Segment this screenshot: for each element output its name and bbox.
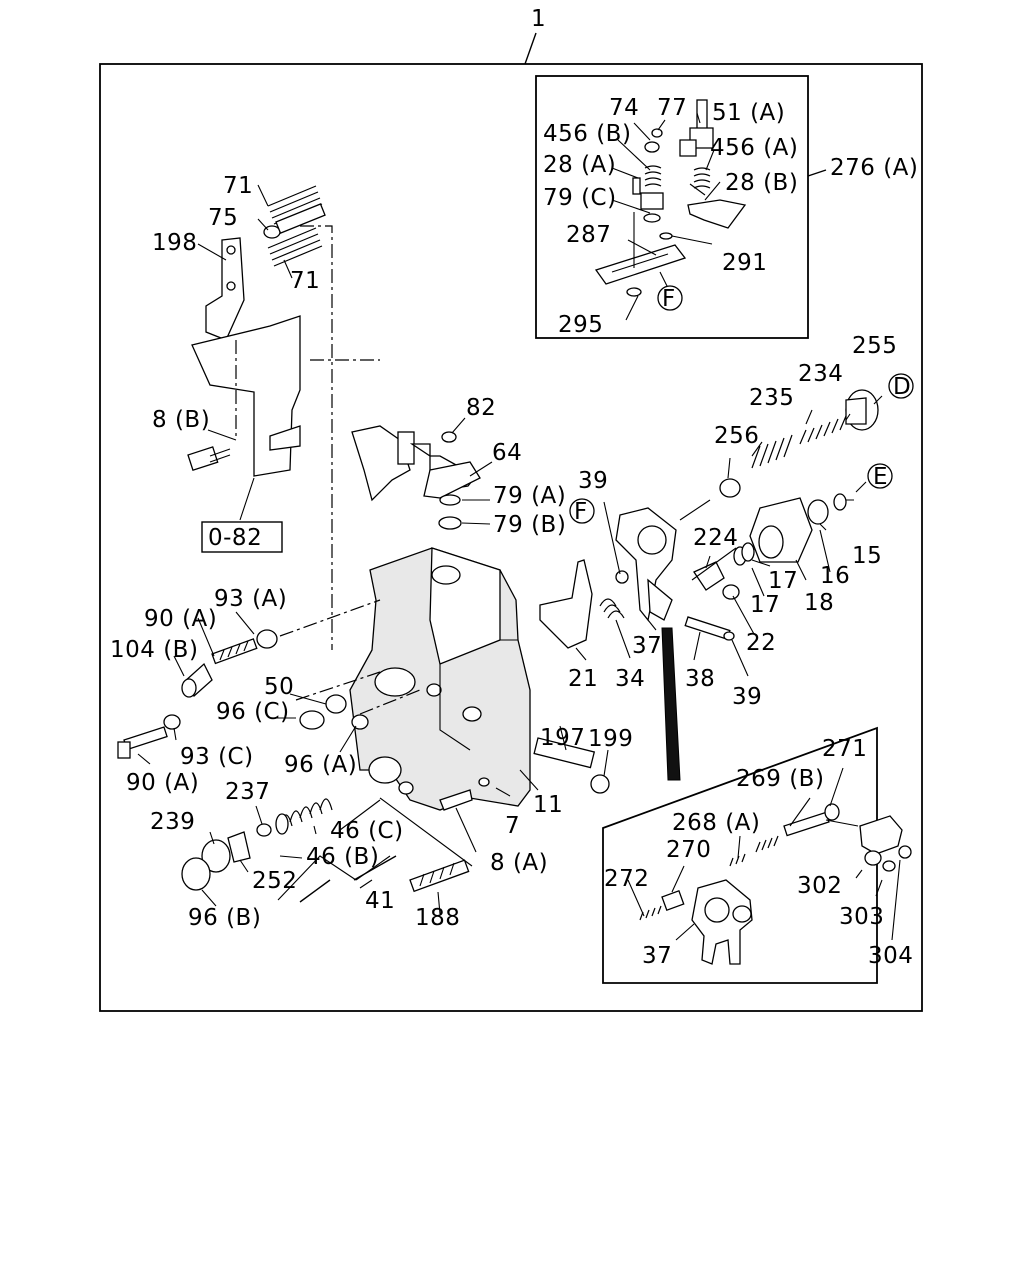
- inset-frame-276a: [535, 75, 809, 339]
- label-17-right: 17: [768, 568, 798, 594]
- governor-plate-parts: [351, 417, 493, 530]
- label-39-bottom: 39: [732, 684, 762, 710]
- label-75: 75: [208, 205, 238, 231]
- circle-mark-f-main: F: [574, 499, 588, 525]
- label-268a: 268 (A): [672, 810, 760, 836]
- label-17-left: 17: [750, 592, 780, 618]
- label-287: 287: [566, 222, 611, 248]
- label-295: 295: [558, 312, 603, 338]
- label-41: 41: [365, 888, 395, 914]
- label-38: 38: [685, 666, 715, 692]
- upper-left-parts: [187, 184, 380, 650]
- label-199: 199: [588, 726, 633, 752]
- inset-frame-lower: [602, 726, 878, 984]
- label-64: 64: [492, 440, 522, 466]
- right-shaft-parts: [533, 373, 914, 794]
- label-276a: 276 (A): [830, 155, 918, 181]
- label-271: 271: [822, 736, 867, 762]
- label-37-inset: 37: [642, 943, 672, 969]
- main-frame: [99, 63, 923, 1012]
- label-79b: 79 (B): [493, 512, 566, 538]
- label-303: 303: [839, 904, 884, 930]
- label-8b: 8 (B): [152, 407, 210, 433]
- label-96b: 96 (B): [188, 905, 261, 931]
- label-77: 77: [657, 95, 687, 121]
- label-270: 270: [666, 837, 711, 863]
- label-22: 22: [746, 630, 776, 656]
- ref-box: [201, 521, 283, 553]
- label-188: 188: [415, 905, 460, 931]
- label-456a: 456 (A): [710, 135, 798, 161]
- label-46b: 46 (B): [306, 844, 379, 870]
- inset-parts: [594, 99, 747, 321]
- label-96c: 96 (C): [216, 699, 290, 725]
- label-8a: 8 (A): [490, 850, 548, 876]
- label-51a: 51 (A): [712, 100, 785, 126]
- label-37-main: 37: [632, 633, 662, 659]
- lower-inset-parts: [627, 767, 912, 965]
- label-252: 252: [252, 868, 297, 894]
- label-90a-top: 90 (A): [144, 606, 217, 632]
- label-82: 82: [466, 395, 496, 421]
- label-71-bottom: 71: [290, 268, 320, 294]
- main-housing: [349, 547, 531, 811]
- circle-mark-e: E: [873, 464, 888, 490]
- label-28b: 28 (B): [725, 170, 798, 196]
- circle-mark-f-inset: F: [662, 286, 676, 312]
- label-79c: 79 (C): [543, 185, 617, 211]
- label-302: 302: [797, 873, 842, 899]
- label-11: 11: [533, 792, 563, 818]
- circle-mark-d: D: [893, 374, 911, 400]
- label-28a: 28 (A): [543, 152, 616, 178]
- label-272: 272: [604, 866, 649, 892]
- label-269b: 269 (B): [736, 766, 824, 792]
- label-224: 224: [693, 525, 738, 551]
- label-291: 291: [722, 250, 767, 276]
- label-34: 34: [615, 666, 645, 692]
- left-side-parts: [117, 599, 539, 915]
- label-235: 235: [749, 385, 794, 411]
- label-18: 18: [804, 590, 834, 616]
- label-104b: 104 (B): [110, 637, 198, 663]
- ref-box-label: 0-82: [208, 525, 262, 551]
- label-255: 255: [852, 333, 897, 359]
- label-46c: 46 (C): [330, 818, 404, 844]
- label-21: 21: [568, 666, 598, 692]
- label-39-top: 39: [578, 468, 608, 494]
- label-237: 237: [225, 779, 270, 805]
- main-assembly-label: 1: [531, 6, 546, 32]
- label-90a-bottom: 90 (A): [126, 770, 199, 796]
- label-256: 256: [714, 423, 759, 449]
- label-304: 304: [868, 943, 913, 969]
- label-96a: 96 (A): [284, 752, 357, 778]
- label-93c: 93 (C): [180, 744, 254, 770]
- label-93a: 93 (A): [214, 586, 287, 612]
- label-16: 16: [820, 563, 850, 589]
- label-198: 198: [152, 230, 197, 256]
- label-50: 50: [264, 674, 294, 700]
- label-234: 234: [798, 361, 843, 387]
- label-7: 7: [505, 813, 520, 839]
- label-15: 15: [852, 543, 882, 569]
- label-74: 74: [609, 95, 639, 121]
- label-456b: 456 (B): [543, 121, 631, 147]
- label-71-top: 71: [223, 173, 253, 199]
- label-79a: 79 (A): [493, 483, 566, 509]
- label-239: 239: [150, 809, 195, 835]
- label-197: 197: [540, 725, 585, 751]
